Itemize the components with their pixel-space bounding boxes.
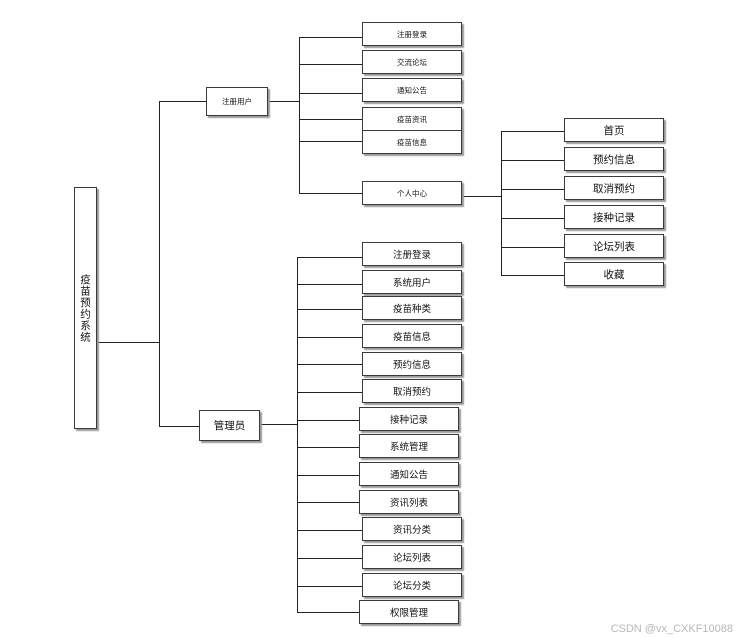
root-node: 疫苗预约系统	[74, 187, 97, 429]
connector	[297, 475, 359, 476]
personal-center-child-node: 预约信息	[564, 147, 664, 171]
connector	[297, 558, 362, 559]
admin-child-node: 通知公告	[359, 462, 459, 486]
user-child-node: 注册登录	[362, 22, 462, 46]
connector	[260, 424, 298, 425]
connector	[299, 193, 362, 194]
admin-child-node: 接种记录	[359, 407, 459, 431]
connector	[268, 101, 300, 102]
connector	[297, 502, 359, 503]
connector	[501, 189, 564, 190]
admin-child-node: 疫苗种类	[362, 296, 462, 320]
admin-child-node: 系统用户	[362, 270, 462, 294]
connector	[297, 586, 362, 587]
admin-child-node: 注册登录	[362, 242, 462, 266]
connector	[96, 342, 160, 343]
admin-node: 管理员	[199, 410, 260, 441]
connector	[299, 141, 362, 142]
connector	[297, 284, 362, 285]
admin-child-node: 系统管理	[359, 434, 459, 458]
connector	[297, 309, 362, 310]
connector	[159, 426, 199, 427]
admin-child-node: 论坛列表	[362, 545, 462, 569]
connector	[297, 447, 359, 448]
user-child-node: 交流论坛	[362, 50, 462, 74]
admin-child-node: 权限管理	[359, 600, 459, 624]
admin-child-node: 论坛分类	[362, 573, 462, 597]
personal-center-node: 个人中心	[362, 181, 462, 205]
connector	[501, 275, 564, 276]
personal-center-child-node: 收藏	[564, 262, 664, 286]
connector	[297, 257, 362, 258]
connector	[297, 257, 298, 612]
connector	[299, 119, 362, 120]
user-child-node: 疫苗资讯	[362, 107, 462, 131]
connector	[501, 131, 502, 275]
admin-child-node: 疫苗信息	[362, 324, 462, 348]
connector	[501, 247, 564, 248]
admin-child-node: 资讯分类	[362, 517, 462, 541]
admin-child-node: 资讯列表	[359, 490, 459, 514]
user-child-node: 通知公告	[362, 78, 462, 102]
registered-user-node: 注册用户	[206, 87, 268, 116]
personal-center-child-node: 论坛列表	[564, 234, 664, 258]
admin-child-node: 预约信息	[362, 352, 462, 376]
connector	[462, 196, 502, 197]
personal-center-child-node: 首页	[564, 118, 664, 142]
connector	[299, 37, 362, 38]
connector	[297, 364, 362, 365]
connector	[299, 64, 362, 65]
connector	[159, 101, 160, 426]
admin-child-node: 取消预约	[362, 379, 462, 403]
connector	[297, 337, 362, 338]
connector	[297, 392, 362, 393]
connector	[159, 101, 206, 102]
connector	[501, 160, 564, 161]
connector	[299, 93, 362, 94]
personal-center-child-node: 接种记录	[564, 205, 664, 229]
connector	[299, 37, 300, 194]
personal-center-child-node: 取消预约	[564, 176, 664, 200]
connector	[501, 131, 564, 132]
connector	[297, 420, 359, 421]
connector	[501, 218, 564, 219]
connector	[297, 530, 362, 531]
connector	[297, 612, 359, 613]
user-child-node: 疫苗信息	[362, 130, 462, 154]
watermark: CSDN @vx_CXKF10088	[610, 623, 733, 635]
